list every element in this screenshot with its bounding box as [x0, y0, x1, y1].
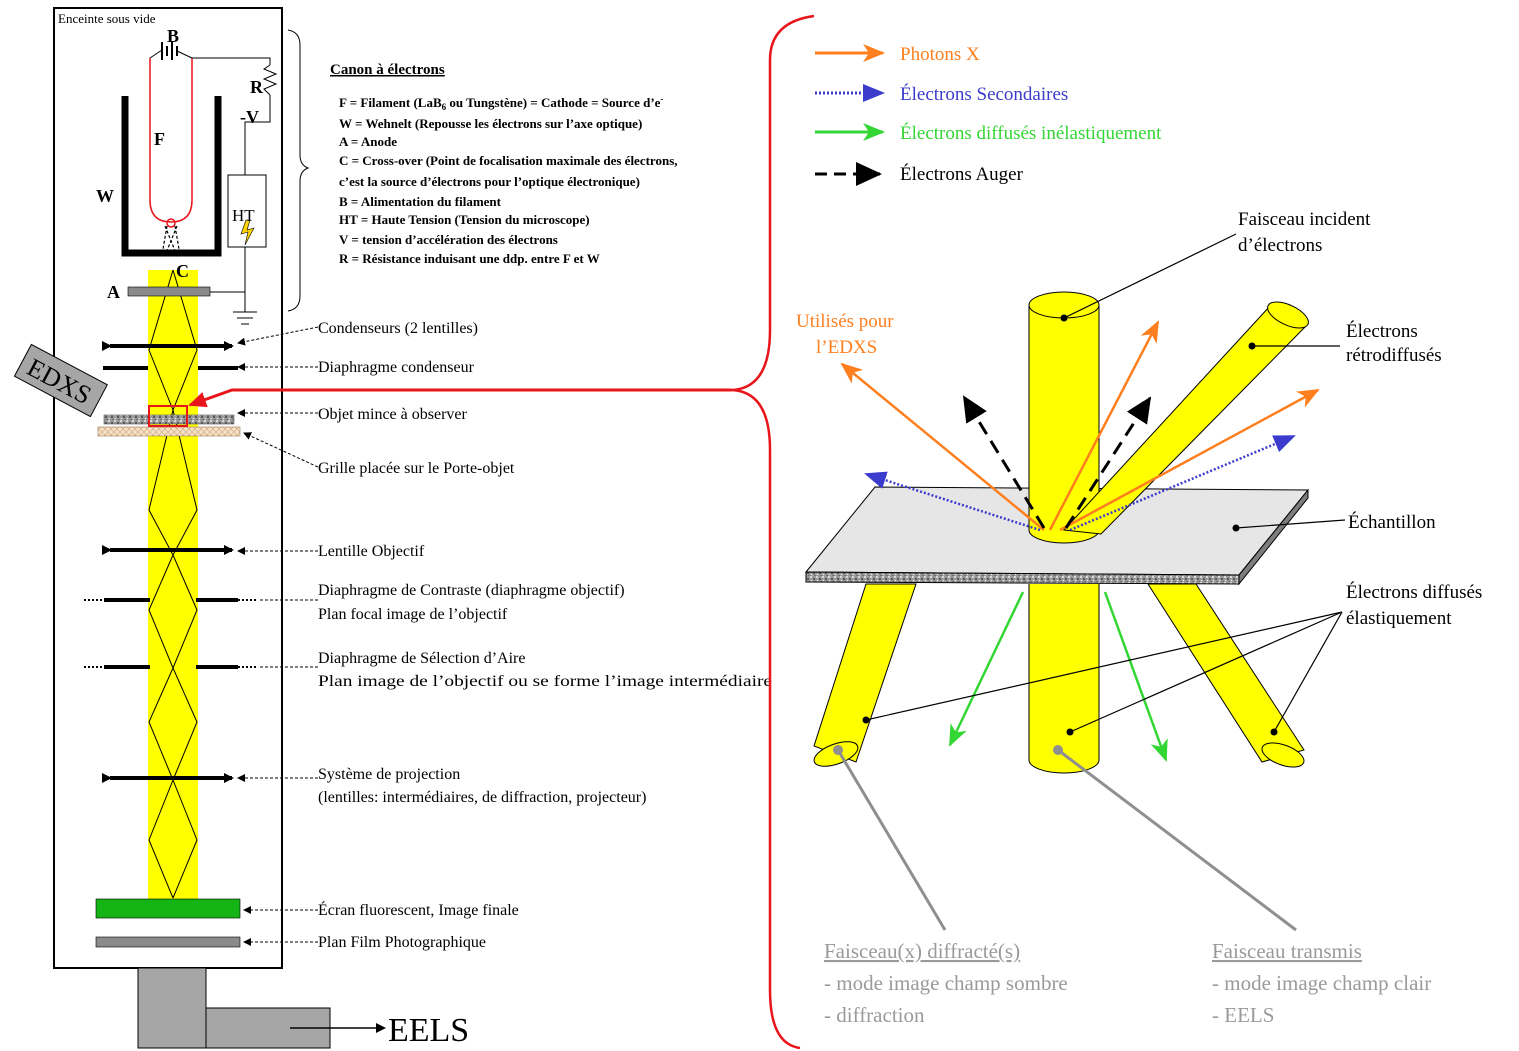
- label-F: F: [154, 129, 165, 149]
- label-incident-2: d’électrons: [1238, 235, 1322, 256]
- label-backscattered-2: rétrodiffusés: [1346, 345, 1442, 366]
- leaders: [865, 233, 1346, 733]
- thin-sample: [103, 414, 235, 425]
- gun-line-W: W = Wehnelt (Repousse les électrons sur …: [339, 116, 642, 131]
- legend-secondary-label: Électrons Secondaires: [900, 83, 1068, 105]
- gun-line-F: F = Filament (LaB6 ou Tungstène) = Catho…: [339, 94, 663, 112]
- filament: [149, 58, 193, 223]
- label-projection-system: Système de projection: [318, 766, 460, 783]
- label-sample: Échantillon: [1348, 511, 1436, 533]
- wehnelt: [121, 96, 222, 257]
- interaction-labels: Faisceau incident d’électrons Électrons …: [796, 209, 1482, 629]
- label-A: A: [107, 282, 120, 302]
- label-backscattered-1: Électrons: [1346, 320, 1418, 342]
- ground-icon: [233, 311, 257, 325]
- diffracted-beam-left: [813, 583, 917, 763]
- legend-auger-label: Électrons Auger: [900, 163, 1024, 185]
- label-edxs-2: l’EDXS: [816, 337, 877, 358]
- xray-arrow-mid: [1048, 320, 1160, 531]
- gun-line-C: C = Cross-over (Point de focalisation ma…: [339, 153, 678, 168]
- label-R: R: [250, 77, 264, 97]
- eels-spectrometer: [137, 967, 386, 1049]
- label-focal-plane: Plan focal image de l’objectif: [318, 606, 508, 623]
- zoom-arrow: [188, 388, 732, 408]
- label-area-diaphragm: Diaphragme de Sélection d’Aire: [318, 650, 525, 667]
- label-condenser-diaphragm: Diaphragme condenseur: [318, 359, 475, 376]
- eels-label: EELS: [388, 1012, 469, 1049]
- label-HT: HT: [232, 206, 255, 225]
- enclosure-label: Enceinte sous vide: [58, 11, 156, 26]
- electron-beam: [148, 269, 198, 900]
- microscope-column: Enceinte sous vide: [13, 7, 469, 1049]
- gun-legend-title: Canon à électrons: [330, 62, 445, 78]
- component-leaders: [237, 326, 319, 946]
- lightning-icon: [240, 219, 255, 246]
- incident-beam: [1028, 305, 1100, 544]
- gun-line-R: R = Résistance induisant une ddp. entre …: [339, 251, 600, 266]
- label-condensers: Condenseurs (2 lentilles): [318, 320, 478, 337]
- anode: [127, 286, 211, 297]
- diffracted-title: Faisceau(x) diffracté(s): [824, 939, 1020, 963]
- interaction-legend: Photons X Électrons Secondaires Électron…: [815, 44, 1162, 186]
- gun-line-C2: c’est la source d’électrons pour l’optiq…: [339, 174, 640, 189]
- auger-arrow-right: [1064, 396, 1152, 529]
- xray-arrow-right: [1059, 388, 1320, 532]
- component-labels: Condenseurs (2 lentilles) Diaphragme con…: [318, 320, 772, 951]
- resistor-icon: [262, 64, 278, 96]
- transmitted-beam: [1028, 584, 1100, 774]
- transmitted-title: Faisceau transmis: [1212, 939, 1362, 963]
- diffracted-line-2: - diffraction: [824, 1003, 925, 1027]
- label-film: Plan Film Photographique: [318, 934, 486, 951]
- label-elastic-1: Électrons diffusés: [1346, 581, 1482, 603]
- gun-line-B: B = Alimentation du filament: [339, 194, 502, 209]
- gun-brace: [287, 29, 310, 312]
- diffracted-beam-right: [1147, 583, 1305, 763]
- leader-dots: [862, 314, 1278, 736]
- zoom-box: [148, 405, 188, 427]
- transmitted-line-1: - mode image champ clair: [1212, 971, 1431, 995]
- zoom-brace: [731, 14, 815, 1050]
- label-screen: Écran fluorescent, Image finale: [318, 900, 519, 919]
- photo-film-plane: [95, 936, 241, 948]
- grey-leaders: [833, 745, 1297, 932]
- legend-inelastic-label: Électrons diffusés inélastiquement: [900, 122, 1162, 144]
- label-thin-object: Objet mince à observer: [318, 406, 468, 423]
- filament-tip: [166, 218, 176, 228]
- inelastic-arrow-left: [948, 591, 1025, 747]
- gun-line-HT: HT = Haute Tension (Tension du microscop…: [339, 212, 590, 227]
- auger-arrow-left: [962, 395, 1046, 529]
- label-V: -V: [240, 107, 259, 127]
- label-objective-lens: Lentille Objectif: [318, 543, 425, 560]
- beam-captions: Faisceau(x) diffracté(s) - mode image ch…: [824, 939, 1431, 1027]
- lower-beams: [813, 583, 1305, 774]
- inelastic-arrow-right: [1103, 591, 1168, 762]
- label-image-plane: Plan image de l’objectif ou se forme l’i…: [318, 673, 772, 690]
- xray-arrow-left: [840, 362, 1045, 531]
- gun-line-V: V = tension d’accélération des électrons: [339, 232, 558, 247]
- label-B: B: [167, 26, 179, 46]
- label-projection-lenses: (lentilles: intermédiaires, de diffracti…: [318, 789, 646, 806]
- diffracted-line-1: - mode image champ sombre: [824, 971, 1068, 995]
- label-incident-1: Faisceau incident: [1238, 209, 1371, 230]
- label-elastic-2: élastiquement: [1346, 608, 1452, 629]
- circuit-wires: [192, 57, 271, 312]
- label-grid: Grille placée sur le Porte-objet: [318, 460, 515, 477]
- label-C: C: [176, 261, 189, 281]
- transmitted-line-2: - EELS: [1212, 1003, 1274, 1027]
- gun-legend: Canon à électrons F = Filament (LaB6 ou …: [330, 62, 678, 266]
- secondary-arrow-left: [864, 471, 1041, 532]
- label-W: W: [96, 186, 114, 206]
- battery-icon: [149, 42, 193, 60]
- label-contrast-diaphragm: Diaphragme de Contraste (diaphragme obje…: [318, 582, 625, 599]
- label-edxs-1: Utilisés pour: [796, 311, 894, 332]
- legend-xray-label: Photons X: [900, 44, 980, 65]
- sample-grid: [97, 426, 241, 437]
- fluorescent-screen: [95, 898, 241, 919]
- gun-line-A: A = Anode: [339, 134, 397, 149]
- upper-beams: [1028, 291, 1309, 544]
- secondary-arrow-right: [1069, 434, 1296, 532]
